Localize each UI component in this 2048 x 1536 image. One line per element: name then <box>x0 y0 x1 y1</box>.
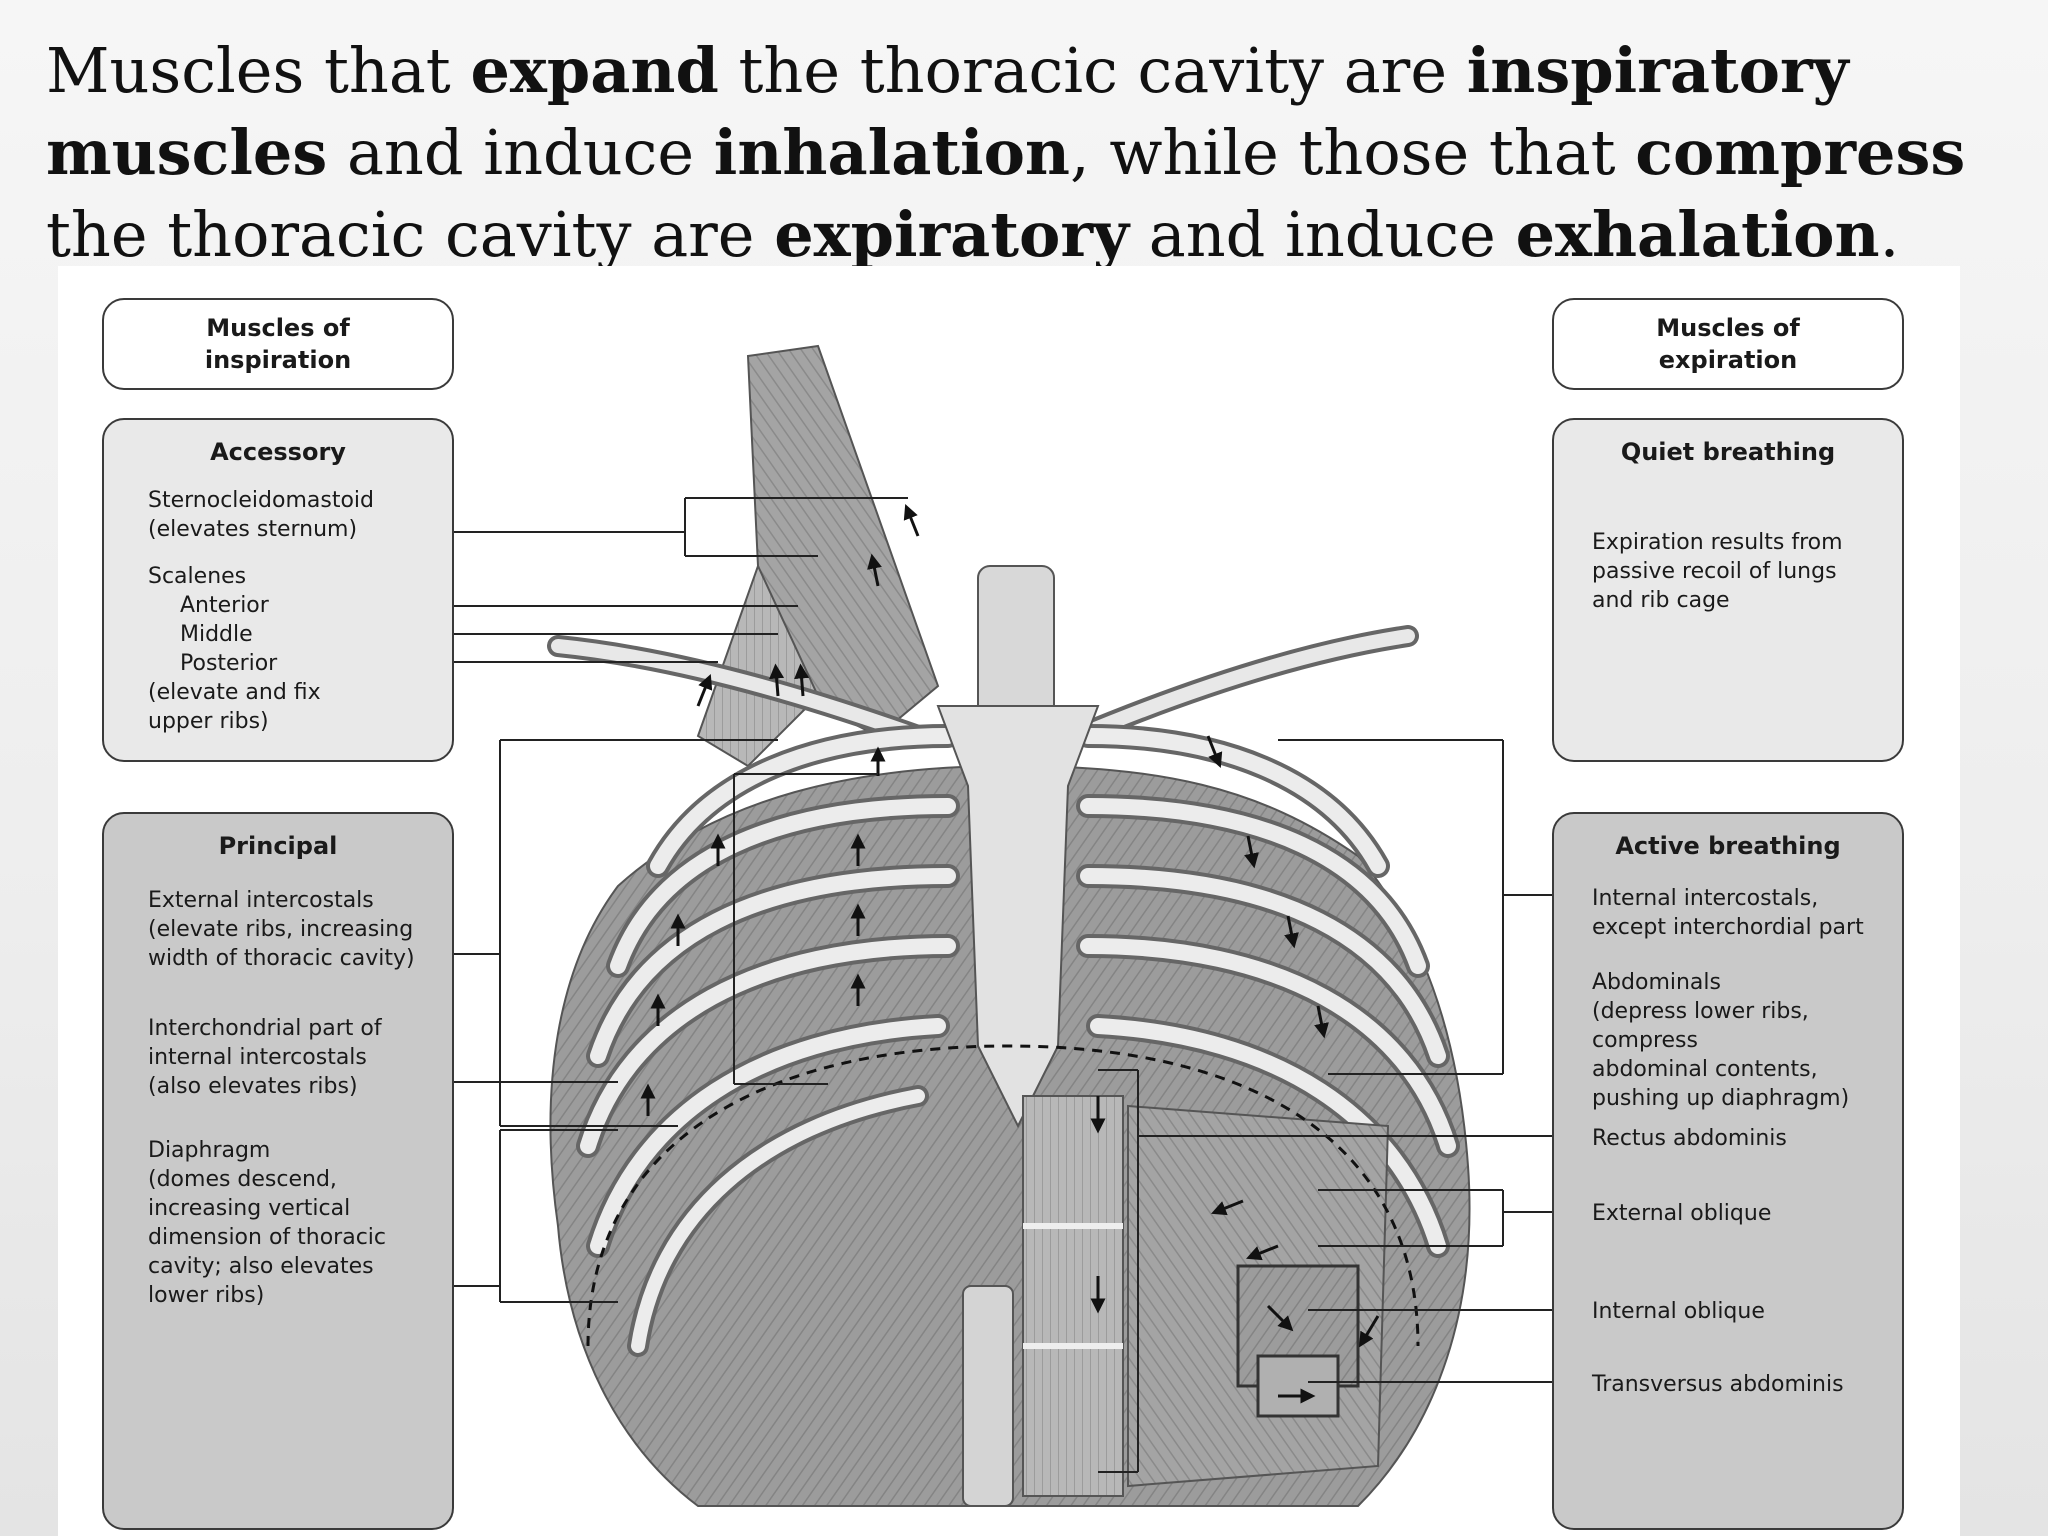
heading-text-4: , while those that <box>1070 116 1636 189</box>
slide-heading: Muscles that expand the thoracic cavity … <box>46 30 2016 266</box>
heading-text-7: . <box>1879 198 1900 266</box>
external-intercostals-label: External intercostals (elevate ribs, inc… <box>148 888 415 971</box>
scalene-middle-label: Middle <box>180 622 253 647</box>
accessory-header: Accessory <box>210 438 346 466</box>
inspiration-title-box: Muscles of inspiration <box>102 298 454 390</box>
external-oblique-label: External oblique <box>1592 1201 1772 1226</box>
principal-header: Principal <box>218 832 338 860</box>
scalenes-note: (elevate and fix upper ribs) <box>148 680 321 734</box>
internal-oblique-label: Internal oblique <box>1592 1299 1765 1324</box>
heading-text-2: the thoracic cavity are <box>718 34 1467 107</box>
scalene-posterior-label: Posterior <box>180 651 278 676</box>
right-leader-lines <box>1098 739 1586 1473</box>
heading-bold-expiratory: expiratory <box>774 198 1130 266</box>
right-clavicle-inner <box>1071 629 1415 743</box>
abdominals-label: Abdominals (depress lower ribs, compress… <box>1592 970 1850 1111</box>
left-clavicle-inner <box>551 639 925 743</box>
scm-label: Sternocleidomastoid (elevates sternum) <box>148 488 375 542</box>
heading-bold-compress: compress <box>1635 116 1966 189</box>
thoracic-muscles-figure: Muscles of inspiration Accessory Sternoc… <box>58 266 1960 1536</box>
heading-text-6: and induce <box>1129 198 1516 266</box>
quiet-breathing-header: Quiet breathing <box>1620 438 1836 466</box>
rectus-abdominis <box>1022 1095 1124 1497</box>
heading-bold-expand: expand <box>470 34 719 107</box>
diaphragm-label: Diaphragm (domes descend, increasing ver… <box>148 1138 387 1308</box>
accessory-box: Accessory Sternocleidomastoid (elevates … <box>102 418 454 762</box>
rectus-abdominis-label: Rectus abdominis <box>1592 1126 1787 1151</box>
expiration-title: Muscles of expiration <box>1656 314 1800 374</box>
inspiration-title: Muscles of inspiration <box>204 314 352 374</box>
quiet-breathing-text: Expiration results from passive recoil o… <box>1592 530 1843 613</box>
rib-cage-illustration <box>264 344 1586 1507</box>
scalenes-label: Scalenes <box>148 564 247 589</box>
lumbar-spine <box>962 1285 1014 1507</box>
right-ribs <box>1076 724 1460 1258</box>
transversus-muscle <box>1256 1354 1340 1418</box>
heading-text-3: and induce <box>327 116 714 189</box>
left-ribs <box>576 724 960 1357</box>
internal-intercostals-label: Internal intercostals, except interchord… <box>1592 886 1864 940</box>
expiration-title-box: Muscles of expiration <box>1552 298 1904 390</box>
diaphragm-dome <box>586 1044 1420 1347</box>
active-breathing-header: Active breathing <box>1615 832 1841 860</box>
active-breathing-box: Active breathing Internal intercostals, … <box>1552 812 1904 1530</box>
heading-bold-inspiratory: inspiratory muscles <box>46 34 1849 189</box>
heading-text-5: the thoracic cavity are <box>46 198 775 266</box>
principal-box: Principal External intercostals (elevate… <box>102 812 454 1530</box>
interchondrial-label: Interchondrial part of internal intercos… <box>148 1016 382 1099</box>
direction-arrows <box>640 504 1380 1404</box>
transversus-abdominis-label: Transversus abdominis <box>1592 1372 1844 1397</box>
heading-bold-exhalation: exhalation <box>1515 198 1880 266</box>
sternum <box>936 705 1100 1129</box>
heading-text-1: Muscles that <box>46 34 471 107</box>
quiet-breathing-box: Quiet breathing Expiration results from … <box>1552 418 1904 762</box>
scalene-anterior-label: Anterior <box>180 593 269 618</box>
heading-bold-inhalation: inhalation <box>713 116 1070 189</box>
